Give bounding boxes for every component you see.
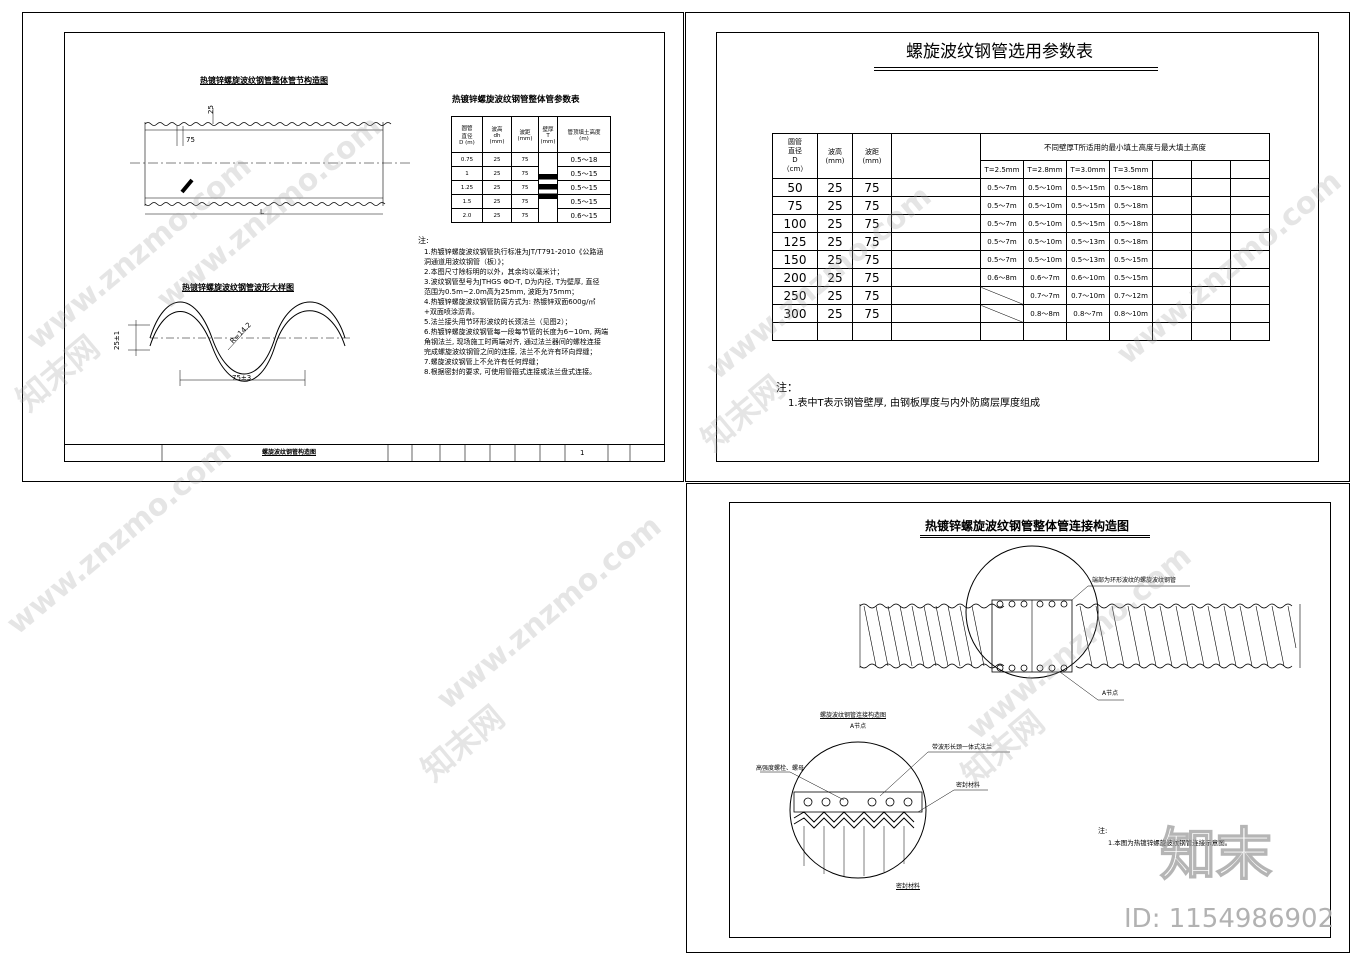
image-id-watermark: ID: 1154986902 bbox=[1124, 904, 1335, 934]
diameter-cell: 100 bbox=[772, 214, 818, 233]
label-seal-bottom: 密封材料 bbox=[896, 883, 921, 890]
sheet-2-note: 1.表中T表示钢管壁厚, 由钢板厚度与内外防腐层厚度组成 bbox=[788, 398, 1041, 409]
note-line: 3.波纹钢管型号为JTHGS ΦD-T, D为内径, T为壁厚, 直径 bbox=[424, 278, 600, 286]
drawing-sheet-1 bbox=[22, 12, 684, 482]
wave-height-cell: 25 bbox=[817, 232, 853, 251]
label-bolt: 高强度螺栓、螺母 bbox=[756, 765, 805, 772]
notes-list: 1.热镀锌螺旋波纹钢管执行标准为JT/T791-2010《公路涵 洞通道用波纹钢… bbox=[424, 247, 608, 377]
note-line: 5.法兰接头用节环形波纹的长颈法兰（见图2）； bbox=[424, 318, 572, 326]
param-table-title: 热镀锌螺旋波纹钢管整体管参数表 bbox=[452, 95, 580, 105]
title-block bbox=[64, 444, 665, 462]
brand-logo-watermark: 知末 bbox=[1159, 823, 1273, 888]
label-seal-right: 密封材料 bbox=[956, 782, 981, 789]
note-line: +双面喷涂沥青。 bbox=[424, 308, 479, 316]
sheet-2-frame bbox=[716, 32, 1319, 462]
note-line: 4.热镀锌螺旋波纹钢管防腐方式为: 热镀锌双面600g/㎡ bbox=[424, 298, 596, 306]
dim-wave-pitch: 75 bbox=[186, 136, 195, 144]
label-flange: 带波形长颈一体式法兰 bbox=[932, 744, 993, 751]
note-line: 角钢法兰, 现场施工时两端对齐, 通过法兰器间的螺栓连接 bbox=[424, 338, 601, 346]
param-cell: 0.6～15 bbox=[557, 208, 611, 223]
label-node-a: A节点 bbox=[1102, 690, 1119, 697]
detail-title: 螺旋波纹钢管连接构造图 bbox=[820, 712, 887, 719]
title-block-grid bbox=[161, 444, 631, 462]
sheet-3-frame bbox=[729, 502, 1331, 938]
dim-length: L bbox=[260, 208, 264, 216]
title-block-page: 1 bbox=[580, 449, 585, 457]
note-line: 完成螺旋波纹钢管之间的连接, 法兰不允许有环向焊缝； bbox=[424, 348, 597, 356]
profile-title: 热镀锌螺旋波纹钢管波形大样图 bbox=[182, 283, 294, 292]
note-line: 6.热镀锌螺旋波纹钢管每一段每节管的长度为6~10m, 两端 bbox=[424, 328, 609, 336]
detail-subtitle: A节点 bbox=[850, 723, 867, 730]
drawing-sheet-3 bbox=[686, 483, 1350, 953]
blank-cell bbox=[1230, 322, 1270, 341]
selection-table: 圆管 直径 D （cm） 波高 (mm) 波距 (mm) 不同壁厚T所适用的最小… bbox=[772, 133, 1270, 341]
param-header: 波高 dh (mm) bbox=[482, 116, 512, 153]
profile-dim-width: 75±3 bbox=[232, 374, 252, 382]
wave-pitch-cell: 75 bbox=[852, 232, 892, 251]
param-header: 圆管 直径 D (m) bbox=[451, 116, 483, 153]
sheet-3-note: 1.本图为热镀锌螺旋波纹钢管连接示意图。 bbox=[1108, 839, 1232, 847]
connection-title-underline bbox=[920, 535, 1150, 538]
note-line: 1.热镀锌螺旋波纹钢管执行标准为JT/T791-2010《公路涵 bbox=[424, 248, 604, 256]
elevation-title: 热镀锌螺旋波纹钢管整体管节构造图 bbox=[200, 76, 328, 85]
diameter-cell: 75 bbox=[772, 196, 818, 215]
sheet-1-frame bbox=[64, 32, 665, 462]
title-underline bbox=[874, 67, 1158, 71]
label-flange-pipe: 端部为环形波纹的螺旋波纹钢管 bbox=[1092, 577, 1177, 584]
pipe-elevation-drawing bbox=[128, 108, 410, 386]
title-block-name: 螺旋波纹钢管构造图 bbox=[262, 449, 317, 456]
note-line: 洞通道用波纹钢管（板）》； bbox=[424, 258, 508, 266]
param-cell: 75 bbox=[511, 208, 539, 223]
col-diameter-header: 圆管 直径 D （cm） bbox=[772, 133, 818, 179]
note-line: 2.本图尺寸除标明的以外，其余均以毫米计； bbox=[424, 268, 564, 276]
wave-pitch-cell: 75 bbox=[852, 250, 892, 269]
connection-title: 热镀锌螺旋波纹钢管整体管连接构造图 bbox=[925, 519, 1130, 533]
param-header: 管顶填土高度 (m) bbox=[557, 116, 611, 153]
sheet-2-note-heading: 注： bbox=[776, 381, 798, 394]
param-table: 圆管 直径 D (m) 波高 dh (mm) 波距 (mm) 壁厚 T (mm)… bbox=[451, 116, 611, 223]
note-line: 范围为0.5m~2.0m高为25mm, 波距为75mm； bbox=[424, 288, 579, 296]
col-wave-height-header: 波高 (mm) bbox=[817, 133, 853, 179]
selection-table-title: 螺旋波纹钢管选用参数表 bbox=[906, 42, 1093, 62]
blank-header bbox=[891, 133, 981, 179]
wave-pitch-cell: 75 bbox=[852, 214, 892, 233]
note-line: 7.螺旋波纹钢管上不允许有任何焊缝； bbox=[424, 358, 543, 366]
note-line: 8.根据密封的要求, 可使用管箍式连接或法兰盘式连接。 bbox=[424, 368, 597, 376]
notes-heading: 注: bbox=[418, 236, 429, 245]
sheet-3-note-heading: 注: bbox=[1098, 827, 1108, 835]
